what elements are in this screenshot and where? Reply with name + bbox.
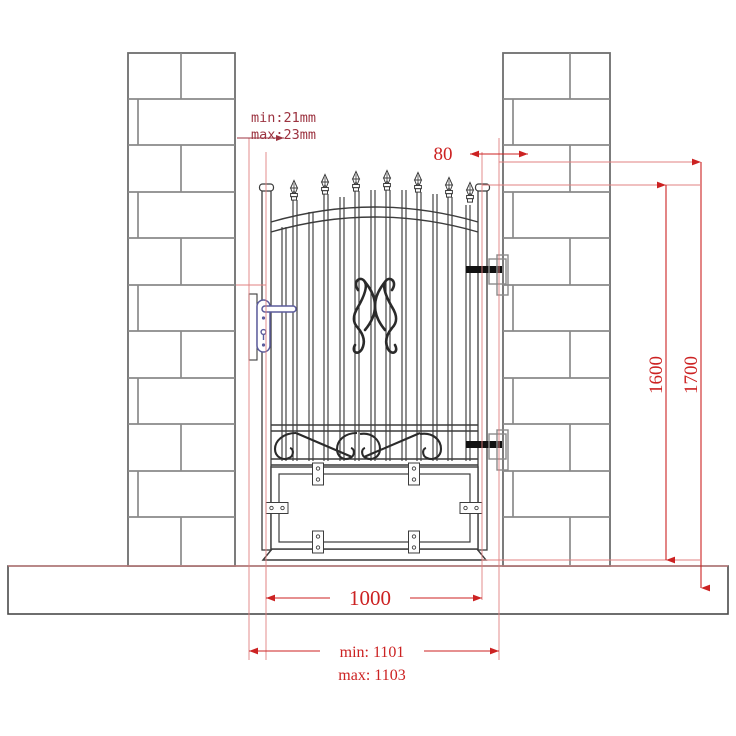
opening-min-label: min: 1101 xyxy=(340,644,405,661)
gate-bottom-panel xyxy=(270,466,479,550)
gate-hinge-lower xyxy=(466,429,509,471)
extension-lines xyxy=(8,138,728,660)
dimension-gate-height-1600: 1600 xyxy=(646,181,675,564)
gap-min-label: min:21mm xyxy=(251,110,316,126)
lock-keep-plate xyxy=(248,293,258,361)
gate-height-label: 1600 xyxy=(646,356,667,394)
lower-scroll-band xyxy=(271,424,478,466)
gate-vertical-bars xyxy=(281,190,471,461)
gap-max-label: max:23mm xyxy=(251,127,316,143)
gate-width-label: 1000 xyxy=(349,586,391,610)
gate-left-stile xyxy=(258,183,275,551)
dimension-gap-tolerance: min:21mm max:23mm xyxy=(237,110,316,143)
opening-max-label: max: 1103 xyxy=(338,667,405,684)
overall-height-label: 1700 xyxy=(681,356,702,394)
left-brick-pillar xyxy=(127,52,236,567)
gate-hinge-upper xyxy=(466,254,509,296)
metal-gate-leaf xyxy=(248,170,509,561)
dimension-gate-width-1000: 1000 xyxy=(266,586,482,610)
lock-escutcheon xyxy=(256,299,271,353)
gate-right-stile xyxy=(474,183,491,551)
dimension-overall-height-1700: 1700 xyxy=(681,158,710,592)
lock-lever-handle[interactable] xyxy=(261,305,297,313)
dimension-opening-width: min: 1101 max: 1103 xyxy=(249,644,499,684)
dimension-annotation-layer: min:21mm max:23mm 80 1600 1700 1000 xyxy=(8,110,728,684)
lock-fixing-screw-lower xyxy=(261,343,266,347)
ground-foundation-slab xyxy=(7,565,729,615)
pillar-offset-label: 80 xyxy=(434,144,453,165)
dimension-pillar-offset-80: 80 xyxy=(434,144,528,165)
center-hourglass-scroll-ornament xyxy=(352,277,398,354)
right-brick-pillar xyxy=(502,52,611,567)
lock-fixing-screw-upper xyxy=(261,316,266,320)
